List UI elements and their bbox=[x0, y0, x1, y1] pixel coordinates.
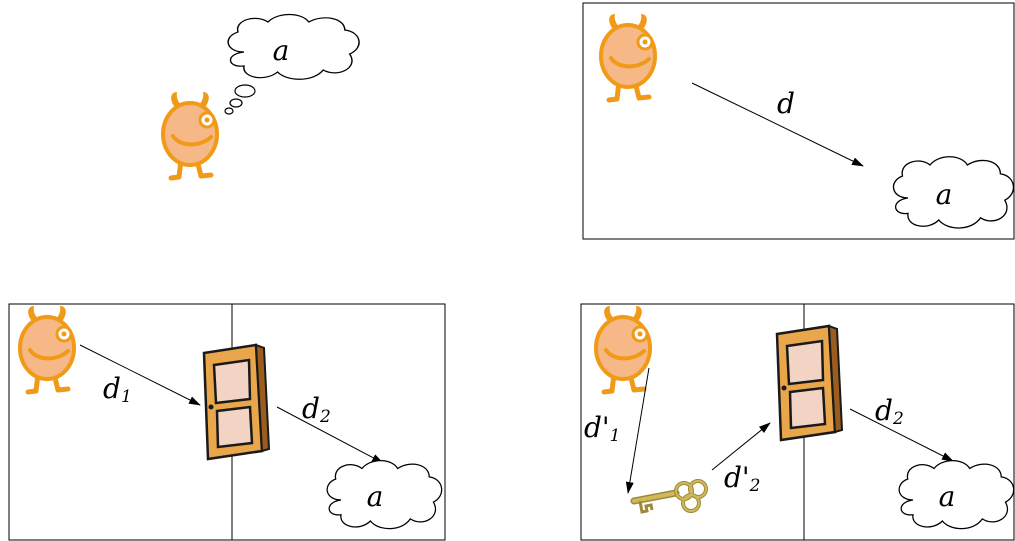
creature-icon bbox=[163, 92, 217, 178]
thought-cloud-icon bbox=[224, 13, 360, 115]
path-arrow-1 bbox=[79, 344, 201, 406]
panel-direct: d a bbox=[582, 2, 1015, 240]
path-arrow-2 bbox=[711, 422, 771, 471]
goal-label: a bbox=[936, 178, 953, 211]
path-label-2: d2 bbox=[302, 392, 331, 427]
panel-frame bbox=[582, 2, 1015, 240]
path-label-1: d'1 bbox=[584, 411, 620, 446]
key-icon bbox=[634, 481, 706, 512]
goal-label: a bbox=[939, 480, 956, 513]
door-icon bbox=[775, 324, 844, 442]
panel-key-door: d'1 d'2 d2 a bbox=[580, 303, 1015, 541]
goal-label: a bbox=[367, 480, 384, 513]
path-arrow-3 bbox=[849, 408, 954, 462]
door-icon bbox=[202, 343, 271, 461]
thought-goal-label: a bbox=[273, 34, 290, 67]
creature-icon bbox=[601, 14, 655, 100]
path-label: d bbox=[777, 87, 795, 120]
path-arrow bbox=[691, 82, 864, 167]
path-label-1: d1 bbox=[103, 372, 132, 407]
path-label-3: d2 bbox=[875, 394, 904, 429]
path-arrow-1 bbox=[625, 367, 650, 494]
panel-frame bbox=[580, 303, 1015, 541]
path-arrow-2 bbox=[276, 406, 384, 464]
goal-cloud-icon bbox=[326, 459, 443, 530]
goal-cloud-icon bbox=[898, 459, 1015, 530]
goal-cloud-icon bbox=[892, 156, 1015, 229]
panel-frame bbox=[8, 303, 446, 541]
panel-door: d1 d2 a bbox=[8, 303, 446, 541]
creature-icon bbox=[596, 306, 650, 392]
creature-icon bbox=[20, 306, 74, 392]
path-label-2: d'2 bbox=[724, 461, 760, 496]
panel-thought: a bbox=[163, 13, 360, 179]
